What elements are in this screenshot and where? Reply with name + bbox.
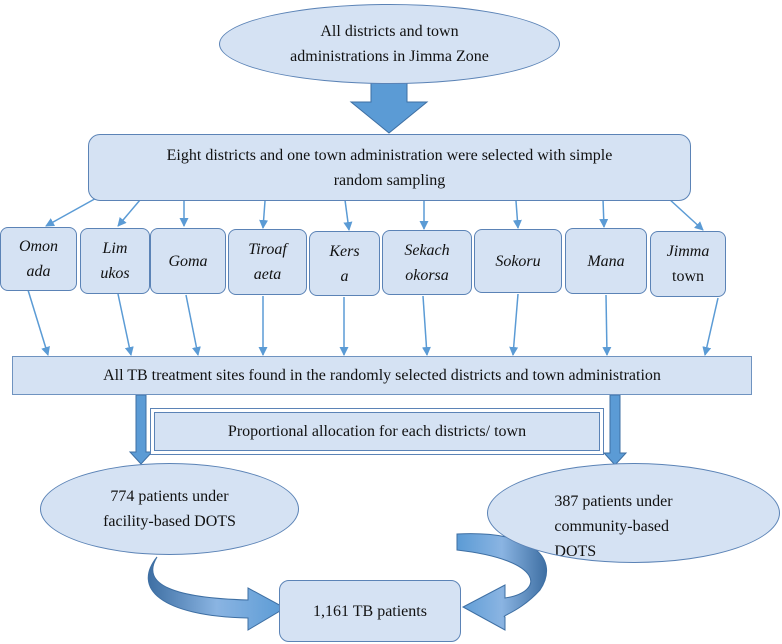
- tb-sites-box: All TB treatment sites found in the rand…: [12, 356, 752, 395]
- district-sekachokorsa: Sekach okorsa: [382, 230, 472, 295]
- district-label: Lim: [102, 240, 128, 257]
- all-districts-line1: All districts and town: [320, 23, 459, 40]
- connector-omonada-sites: [27, 289, 50, 356]
- connector-limukos-sites: [117, 293, 134, 356]
- connector-sokoru-sites: [509, 293, 519, 356]
- community-line3: DOTS: [554, 542, 597, 560]
- district-tiroafaeta: Tiroaf aeta: [228, 229, 307, 295]
- connector-to-mana: [599, 198, 609, 228]
- selection-line2: random sampling: [333, 171, 446, 189]
- community-line1: 387 patients under: [554, 492, 673, 510]
- district-label: Omon: [18, 238, 59, 255]
- district-mana: Mana: [565, 228, 647, 294]
- selection-box: Eight districts and one town administrat…: [88, 134, 691, 201]
- allocation-inner: Proportional allocation for each distric…: [154, 412, 600, 451]
- facility-ellipse: 774 patients under facility-based DOTS: [40, 463, 299, 555]
- community-ellipse: 387 patients under community-based DOTS: [487, 463, 780, 563]
- district-limukos: Lim ukos: [80, 228, 150, 294]
- connector-sekachokorsa-sites: [421, 295, 431, 356]
- district-label: okorsa: [405, 266, 449, 284]
- selection-line1: Eight districts and one town administrat…: [166, 146, 613, 164]
- allocation-box: Proportional allocation for each distric…: [150, 408, 604, 455]
- connector-to-kersa: [343, 199, 353, 231]
- district-label: ukos: [100, 265, 130, 282]
- connector-to-limukos: [117, 199, 141, 227]
- district-label: Mana: [587, 252, 625, 270]
- all-districts-line2: administrations in Jimma Zone: [290, 48, 489, 65]
- all-districts-ellipse: All districts and town administrations i…: [219, 4, 560, 84]
- allocation-label: Proportional allocation for each distric…: [227, 423, 527, 440]
- district-label: Sokoru: [495, 252, 541, 270]
- district-label: Jimma: [666, 243, 710, 260]
- total-box: 1,161 TB patients: [279, 580, 461, 642]
- block-arrow-down: [349, 81, 429, 134]
- arrow-to-community: [602, 394, 628, 466]
- facility-line2: facility-based DOTS: [103, 513, 236, 530]
- connector-to-sokoru: [512, 200, 522, 229]
- district-label: Goma: [168, 252, 208, 270]
- tb-sites-label: All TB treatment sites found in the rand…: [103, 367, 661, 384]
- connector-jimmatown-sites: [702, 297, 719, 356]
- district-jimmatown: Jimma town: [650, 231, 726, 297]
- district-sokoru: Sokoru: [474, 229, 562, 293]
- district-label: Kers: [329, 242, 360, 260]
- district-label: Tiroaf: [248, 241, 287, 258]
- district-label: town: [672, 268, 704, 285]
- community-line2: community-based: [554, 517, 670, 535]
- district-label: Sekach: [404, 241, 450, 259]
- connector-mana-sites: [602, 294, 612, 356]
- connector-to-jimmatown: [667, 197, 704, 231]
- district-label: a: [340, 267, 349, 285]
- district-label: ada: [26, 263, 51, 280]
- district-label: aeta: [253, 266, 282, 283]
- total-label: 1,161 TB patients: [313, 602, 427, 620]
- district-omonada: Omon ada: [0, 227, 77, 291]
- facility-line1: 774 patients under: [110, 488, 229, 505]
- arrow-to-facility: [128, 394, 154, 465]
- connector-to-tiroafaeta: [259, 200, 269, 229]
- district-kersa: Kers a: [309, 231, 380, 296]
- connector-goma-sites: [185, 294, 201, 356]
- district-goma: Goma: [150, 228, 226, 294]
- curved-arrow-left: [147, 556, 287, 631]
